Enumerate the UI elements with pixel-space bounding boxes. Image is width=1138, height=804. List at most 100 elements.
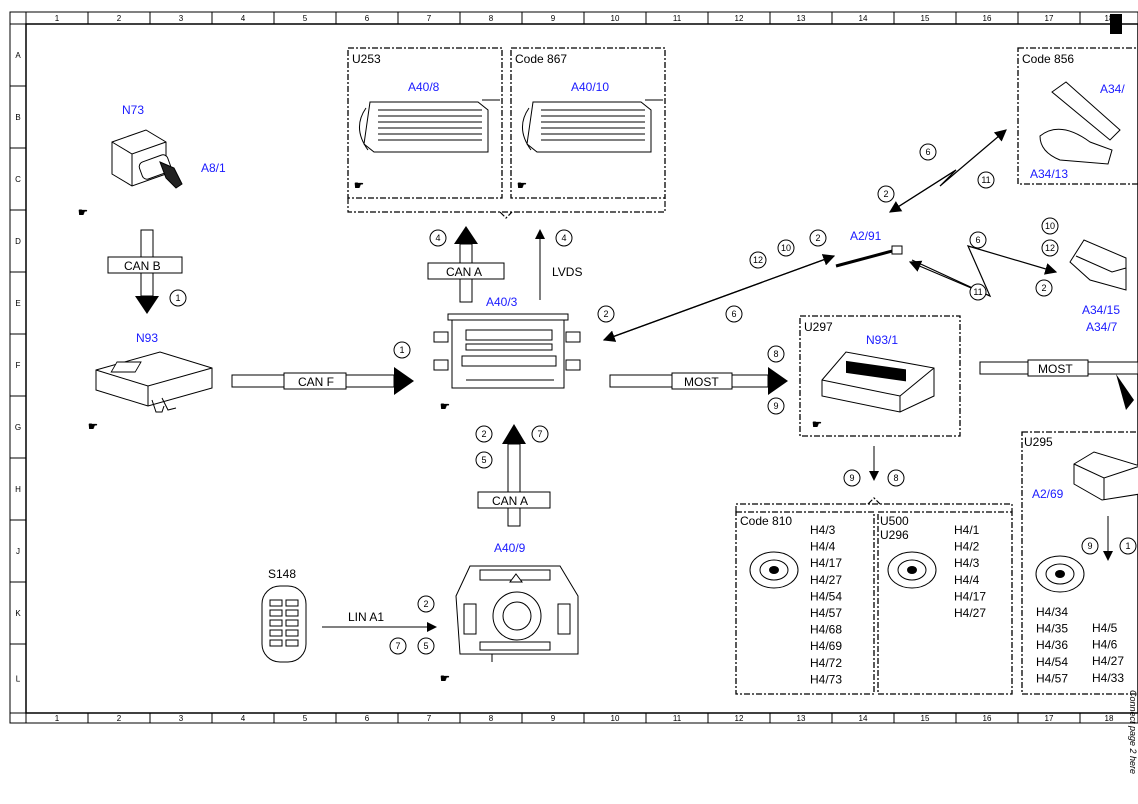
marker-number: 9 bbox=[773, 401, 778, 411]
grid-row-label: B bbox=[15, 113, 20, 122]
grid-column-label: 6 bbox=[365, 14, 370, 23]
can-f-label: CAN F bbox=[298, 375, 334, 389]
lin-a1-label: LIN A1 bbox=[348, 610, 384, 624]
most-mid-arrow bbox=[609, 367, 788, 395]
marker-circle bbox=[417, 637, 435, 655]
a2-91-label: A2/91 bbox=[850, 229, 882, 243]
marker-circle bbox=[919, 143, 937, 161]
reference-hand-icon: ☛ bbox=[517, 180, 527, 192]
head-unit-a40-3[interactable] bbox=[433, 313, 581, 389]
can-f-arrow bbox=[231, 367, 414, 395]
speaker-code: H4/2 bbox=[954, 540, 980, 554]
module-a2-69[interactable] bbox=[1073, 451, 1138, 501]
speaker-code: H4/3 bbox=[954, 556, 980, 570]
marker-number: 12 bbox=[1045, 243, 1055, 253]
marker-number: 8 bbox=[893, 473, 898, 483]
grid-row-label: C bbox=[15, 175, 21, 184]
grid-column-label: 9 bbox=[551, 714, 556, 723]
marker-number: 2 bbox=[815, 233, 820, 243]
speaker-icon bbox=[749, 551, 799, 589]
grid-column-label: 16 bbox=[983, 14, 992, 23]
module-n93[interactable] bbox=[95, 351, 213, 413]
variant-box-code-810 bbox=[735, 497, 1013, 695]
grid-column-label: 16 bbox=[983, 714, 992, 723]
wireless-links bbox=[602, 129, 1058, 342]
marker-circle bbox=[1035, 279, 1053, 297]
speaker-code: H4/73 bbox=[810, 672, 842, 686]
u296-label: U296 bbox=[880, 528, 909, 542]
grid-column-label: 7 bbox=[427, 714, 432, 723]
speaker-code: H4/69 bbox=[810, 639, 842, 653]
marker-number: 2 bbox=[423, 599, 428, 609]
handset-cradle-a34-15[interactable] bbox=[1069, 239, 1127, 291]
grid-column-label: 3 bbox=[179, 14, 184, 23]
u297-label: U297 bbox=[804, 320, 833, 334]
control-panel-a40-9[interactable] bbox=[455, 565, 579, 662]
marker-number: 7 bbox=[537, 429, 542, 439]
marker-number: 10 bbox=[1045, 221, 1055, 231]
marker-number: 5 bbox=[423, 641, 428, 651]
marker-number: 11 bbox=[973, 287, 982, 297]
marker-number: 2 bbox=[481, 429, 486, 439]
speaker-code: H4/1 bbox=[954, 523, 980, 537]
ignition-switch-n73[interactable] bbox=[111, 129, 183, 189]
grid-column-label: 10 bbox=[611, 14, 620, 23]
grid-column-label: 12 bbox=[735, 714, 744, 723]
a2-69-label: A2/69 bbox=[1032, 487, 1064, 501]
grid-column-label: 10 bbox=[611, 714, 620, 723]
speaker-code: H4/54 bbox=[810, 589, 842, 603]
speaker-icon bbox=[887, 551, 937, 589]
grid-column-label: 17 bbox=[1045, 714, 1054, 723]
grid-column-label: 1 bbox=[55, 714, 60, 723]
antenna-a2-91[interactable] bbox=[835, 245, 903, 268]
speaker-code: H4/5 bbox=[1092, 621, 1118, 635]
grid-column-label: 11 bbox=[673, 14, 682, 23]
marker-circle bbox=[749, 251, 767, 269]
amplifier-n93-1[interactable] bbox=[821, 351, 935, 413]
marker-circle bbox=[531, 425, 549, 443]
marker-number: 2 bbox=[883, 189, 888, 199]
grid-row-label: K bbox=[15, 609, 21, 618]
keypad-s148[interactable] bbox=[261, 585, 307, 663]
marker-number: 1 bbox=[1125, 541, 1130, 551]
handset-a34[interactable] bbox=[1039, 81, 1121, 165]
a34-label: A34/ bbox=[1100, 82, 1125, 96]
most-right-arrow bbox=[979, 359, 1138, 410]
grid-column-label: 3 bbox=[179, 714, 184, 723]
u500-label: U500 bbox=[880, 514, 909, 528]
marker-circle bbox=[475, 425, 493, 443]
a34-7-label: A34/7 bbox=[1086, 320, 1118, 334]
marker-number: 2 bbox=[603, 309, 608, 319]
marker-number: 2 bbox=[1041, 283, 1046, 293]
marker-circle bbox=[429, 229, 447, 247]
display-a40-10[interactable] bbox=[522, 99, 663, 153]
grid-column-label: 11 bbox=[673, 714, 682, 723]
marker-number: 1 bbox=[175, 293, 180, 303]
grid-column-label: 9 bbox=[551, 14, 556, 23]
grid-row-label: H bbox=[15, 485, 21, 494]
marker-number: 8 bbox=[773, 349, 778, 359]
can-a-top-label: CAN A bbox=[446, 265, 482, 279]
speaker-code: H4/34 bbox=[1036, 605, 1068, 619]
n93-1-label: N93/1 bbox=[866, 333, 898, 347]
grid-row-label: L bbox=[16, 675, 21, 684]
grid-row-label: F bbox=[16, 361, 21, 370]
speaker-code: H4/57 bbox=[1036, 671, 1068, 685]
marker-circle bbox=[389, 637, 407, 655]
display-a40-8[interactable] bbox=[359, 99, 500, 153]
marker-number: 7 bbox=[395, 641, 400, 651]
lvds-label: LVDS bbox=[552, 265, 582, 279]
grid-row-label: J bbox=[16, 547, 20, 556]
grid-column-label: 5 bbox=[303, 14, 308, 23]
grid-column-label: 7 bbox=[427, 14, 432, 23]
grid-column-label: 8 bbox=[489, 714, 494, 723]
reference-hand-icon: ☛ bbox=[440, 673, 450, 685]
marker-circle bbox=[887, 469, 905, 487]
marker-circle bbox=[767, 397, 785, 415]
marker-number: 6 bbox=[925, 147, 930, 157]
